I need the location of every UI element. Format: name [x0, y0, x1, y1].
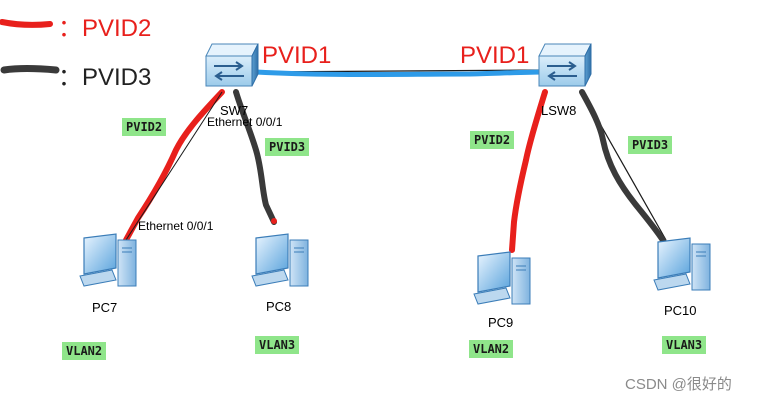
pc-icon	[473, 251, 531, 305]
port-dot-pc8	[271, 218, 277, 224]
link-sw7-pc7-red	[123, 89, 225, 243]
vlan-tag-pc10: VLAN3	[662, 336, 707, 354]
switch-icon	[205, 43, 259, 87]
vlan-tag-pc7: VLAN2	[62, 342, 107, 360]
pvid-tag-lsw8-pc10: PVID3	[628, 136, 673, 154]
link-lsw8-pc9-red	[509, 89, 548, 253]
vlan-tag-pc8: VLAN3	[255, 336, 300, 354]
link-sw7-pc8-dark	[233, 89, 277, 225]
switch-name-lsw8: LSW8	[541, 103, 577, 118]
switch-name-sw7: SW7	[220, 103, 249, 118]
pc-name-pc9: PC9	[488, 315, 514, 330]
pc-icon	[79, 233, 137, 287]
legend-red-label: ：PVID2	[58, 15, 152, 42]
watermark: CSDN @很好的	[625, 376, 732, 393]
link-sw7-pc7-thin	[125, 91, 223, 241]
pc7-port-label: Ethernet 0/0/1	[138, 219, 214, 233]
pc-icon	[653, 237, 711, 291]
vlan-tag-pc9: VLAN2	[469, 340, 514, 358]
trunk-link-highlight	[253, 69, 549, 77]
pvid-tag-lsw8-pc9: PVID2	[470, 131, 515, 149]
pc-name-pc10: PC10	[664, 303, 697, 318]
sw7-trunk-pvid-label: PVID1	[262, 42, 332, 69]
legend-red-stroke	[0, 19, 53, 28]
legend-dark-stroke	[0, 65, 60, 74]
lsw8-trunk-pvid-label: PVID1	[460, 42, 530, 69]
pc-name-pc8: PC8	[266, 299, 292, 314]
pc-icon	[251, 233, 309, 287]
legend-dark-label: ：PVID3	[58, 64, 152, 91]
sw7-port-label: Ethernet 0/0/1	[207, 115, 283, 129]
pc-name-pc7: PC7	[92, 300, 118, 315]
link-lsw8-pc10-dark	[579, 89, 667, 245]
switch-icon	[538, 43, 592, 87]
pvid-tag-sw7-pc8: PVID3	[265, 138, 310, 156]
pvid-tag-sw7-pc7: PVID2	[122, 118, 167, 136]
